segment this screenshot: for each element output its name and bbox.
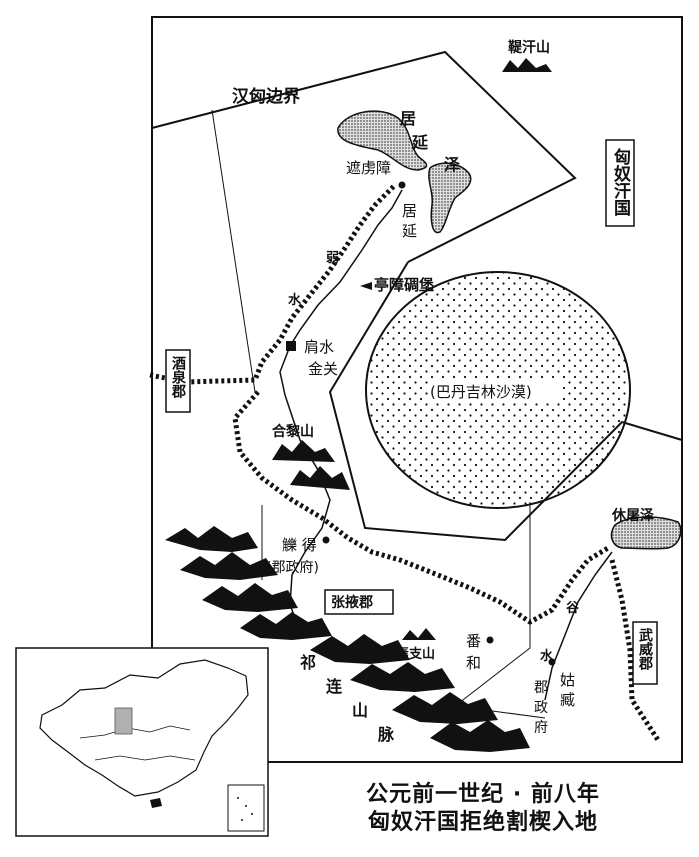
desert-boundary xyxy=(328,261,683,542)
zhangye-boundary-right xyxy=(449,502,531,711)
map-frame xyxy=(151,16,683,763)
qilian-mountain-icon xyxy=(165,526,530,752)
lude-label-1: 觻 得 xyxy=(282,536,317,554)
gushui-label-2: 水 xyxy=(540,648,554,664)
great-wall-east xyxy=(609,559,661,742)
caption-line-2: 匈奴汗国拒绝割楔入地 xyxy=(367,810,598,835)
han-xiongnu-border-label: 汉匈边界 xyxy=(232,86,300,107)
han-xiongnu-border-line xyxy=(151,50,577,263)
juyan-city-label-2: 延 xyxy=(402,222,417,240)
fanhe-label-1: 番 xyxy=(466,632,481,650)
juyan-lake-east xyxy=(428,162,472,234)
desert-label: (巴丹吉林沙漠) xyxy=(430,383,532,401)
juyan-lake-west xyxy=(337,110,428,171)
qilian-label-4: 脉 xyxy=(377,725,395,744)
tianshan-label: 鞮汗山 xyxy=(508,39,550,56)
juyan-lake-label-1: 居 xyxy=(400,109,416,128)
inset-map xyxy=(15,647,269,837)
ruoshui-label-1: 弱 xyxy=(326,250,339,266)
china-outline xyxy=(39,659,249,797)
desert-label-box: (巴丹吉林沙漠) xyxy=(428,380,560,402)
juyan-lake-label-3: 泽 xyxy=(444,155,460,174)
zhelu-fort-dot xyxy=(398,181,406,189)
inset-river-south xyxy=(94,755,196,761)
lude-label-2: (郡政府) xyxy=(266,560,319,576)
xiongnu-state-label: 匈奴汗国 xyxy=(610,147,632,217)
guzang-note-label-1: 郡 xyxy=(534,680,548,696)
zhangye-box: 张掖郡 xyxy=(324,589,394,615)
tianshan-mountain-icon xyxy=(502,58,552,72)
lude-dot xyxy=(322,536,330,544)
qilian-label-1: 祁 xyxy=(300,653,316,672)
yanzhishan-label: 焉支山 xyxy=(396,646,435,662)
xiongnu-state-box: 匈奴汗国 xyxy=(605,139,635,227)
caption-line-1: 公元前一世纪 · 前八年 xyxy=(366,782,600,807)
guzang-dot xyxy=(548,658,556,666)
guzang-note-label-3: 府 xyxy=(534,720,548,736)
jianshui-label-2: 金关 xyxy=(308,360,338,378)
helishan-mountain-icon xyxy=(272,440,350,490)
zhelu-label: 遮虏障 xyxy=(346,159,391,177)
guzang-label-2: 臧 xyxy=(560,691,575,709)
fanhe-dot xyxy=(486,636,494,644)
helishan-label: 合黎山 xyxy=(272,423,314,440)
xiutu-lake xyxy=(610,516,682,550)
tingzhang-label: 亭障碉堡 xyxy=(374,276,434,294)
qilian-label-3: 山 xyxy=(352,701,368,720)
tingzhang-arrow-icon xyxy=(360,282,372,290)
jiuquan-label: 酒泉郡 xyxy=(170,356,187,399)
qilian-label-2: 连 xyxy=(326,677,343,696)
juyan-lake-label-2: 延 xyxy=(411,133,429,152)
ruoshui-label-2: 水 xyxy=(288,292,302,308)
ruoshui-river xyxy=(289,189,403,347)
juyan-city-label-1: 居 xyxy=(402,202,417,220)
inset-island xyxy=(150,798,162,808)
yanzhishan-mountain-icon xyxy=(402,628,436,640)
jiuquan-box: 酒泉郡 xyxy=(165,349,191,413)
jianshui-label-1: 肩水 xyxy=(304,338,334,356)
wuwei-label: 武威郡 xyxy=(637,627,654,671)
great-wall-main xyxy=(149,183,397,385)
inset-highlight xyxy=(114,707,133,735)
great-wall-south xyxy=(232,390,610,625)
heihe-river xyxy=(279,345,331,631)
xiutu-lake-label: 休屠泽 xyxy=(611,507,654,524)
inset-river-north xyxy=(79,725,191,739)
gushui-label-1: 谷 xyxy=(566,600,580,616)
wuwei-box: 武威郡 xyxy=(632,621,658,685)
guzang-label-1: 姑 xyxy=(560,671,575,689)
inset-south-sea-box xyxy=(227,784,265,832)
guzang-note-label-2: 政 xyxy=(534,700,548,716)
gushui-river xyxy=(544,551,613,701)
zhangye-label: 张掖郡 xyxy=(331,594,373,611)
jiuquan-boundary xyxy=(211,109,256,393)
fanhe-label-2: 和 xyxy=(466,654,481,672)
jianshui-pass-marker xyxy=(286,341,296,351)
